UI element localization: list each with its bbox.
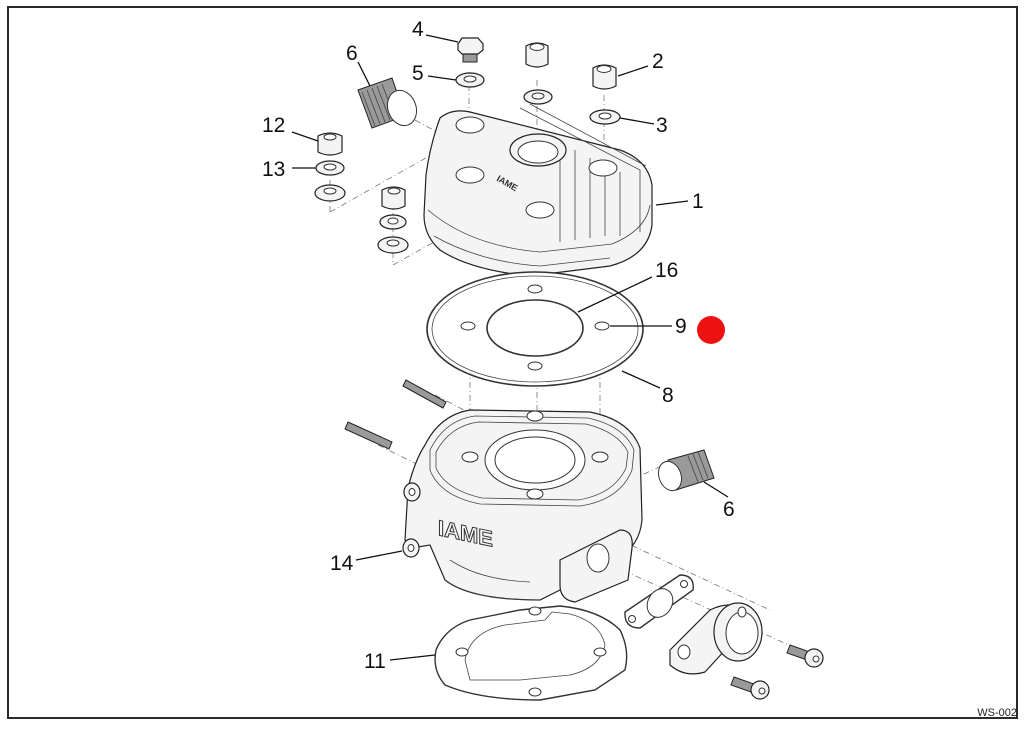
callout-16[interactable]: 16	[577, 259, 678, 313]
svg-text:16: 16	[655, 259, 678, 282]
svg-text:5: 5	[412, 62, 424, 85]
washer-left-lower-1[interactable]	[379, 214, 407, 230]
drawing-frame	[7, 6, 1018, 719]
svg-text:9: 9	[675, 315, 687, 338]
callout-8[interactable]: 8	[621, 370, 674, 407]
axis-line	[619, 539, 771, 611]
head-nut[interactable]	[592, 64, 617, 90]
head-washer[interactable]	[589, 109, 621, 125]
plug-bolt[interactable]	[457, 37, 484, 63]
exhaust-gasket[interactable]	[624, 574, 694, 629]
manifold-bolt-upper[interactable]	[786, 644, 824, 668]
stud-lower[interactable]	[344, 421, 393, 450]
o-ring	[527, 284, 543, 294]
svg-text:6: 6	[346, 42, 358, 65]
callout-6-head[interactable]: 6	[346, 42, 371, 87]
base-gasket[interactable]	[434, 605, 628, 701]
callout-3[interactable]: 3	[619, 114, 668, 137]
svg-text:11: 11	[364, 650, 386, 673]
plug-bolt-head	[457, 37, 484, 55]
washer-left-lower-2[interactable]	[377, 236, 409, 254]
selection-marker[interactable]	[697, 316, 725, 344]
svg-text:3: 3	[656, 114, 668, 137]
plug-washer[interactable]	[455, 72, 485, 88]
water-fitting-cylinder[interactable]	[655, 449, 715, 494]
water-fitting-head[interactable]	[357, 77, 421, 130]
manifold-bolt-lower[interactable]	[730, 676, 770, 700]
sheet-code: WS-002	[977, 707, 1017, 719]
callout-1[interactable]: 1	[655, 190, 704, 213]
axis-line	[599, 559, 801, 651]
stud-upper[interactable]	[402, 379, 447, 409]
cylinder[interactable]: IAME	[402, 409, 643, 603]
o-ring	[527, 361, 543, 371]
nut-left-lower[interactable]	[381, 186, 406, 210]
axis-line	[329, 149, 441, 213]
svg-text:6: 6	[723, 498, 735, 521]
axis-line	[392, 221, 471, 266]
svg-text:13: 13	[262, 158, 285, 181]
head-gasket[interactable]	[426, 271, 644, 387]
callout-4[interactable]: 4	[412, 18, 459, 43]
callout-11[interactable]: 11	[364, 650, 436, 673]
washer-top-center[interactable]	[523, 89, 553, 105]
svg-text:12: 12	[262, 114, 285, 137]
svg-text:1: 1	[692, 190, 704, 213]
side-nut[interactable]	[317, 132, 343, 156]
callout-13[interactable]: 13	[262, 158, 316, 181]
svg-text:2: 2	[652, 50, 664, 73]
callout-6-cylinder[interactable]: 6	[703, 481, 735, 521]
exhaust-manifold[interactable]	[669, 602, 763, 675]
o-ring	[460, 321, 476, 331]
callout-9[interactable]: 9	[610, 315, 687, 338]
side-washer-lower[interactable]	[314, 184, 346, 202]
svg-text:14: 14	[330, 552, 354, 575]
head-boss	[525, 201, 555, 219]
head-boss	[588, 159, 618, 177]
callout-2[interactable]: 2	[617, 50, 664, 77]
side-washer[interactable]	[315, 160, 345, 176]
cylinder-head[interactable]: IAME	[423, 103, 653, 277]
svg-text:4: 4	[412, 18, 424, 41]
head-boss	[455, 116, 485, 134]
svg-text:8: 8	[662, 384, 674, 407]
callout-12[interactable]: 12	[262, 114, 319, 142]
callout-5[interactable]: 5	[412, 62, 457, 85]
head-boss	[455, 166, 485, 184]
o-ring	[594, 321, 610, 331]
callouts: 4 5 6 2 3 12 13 1	[262, 18, 735, 673]
nut-top-center[interactable]	[525, 42, 549, 68]
callout-14[interactable]: 14	[330, 550, 403, 575]
